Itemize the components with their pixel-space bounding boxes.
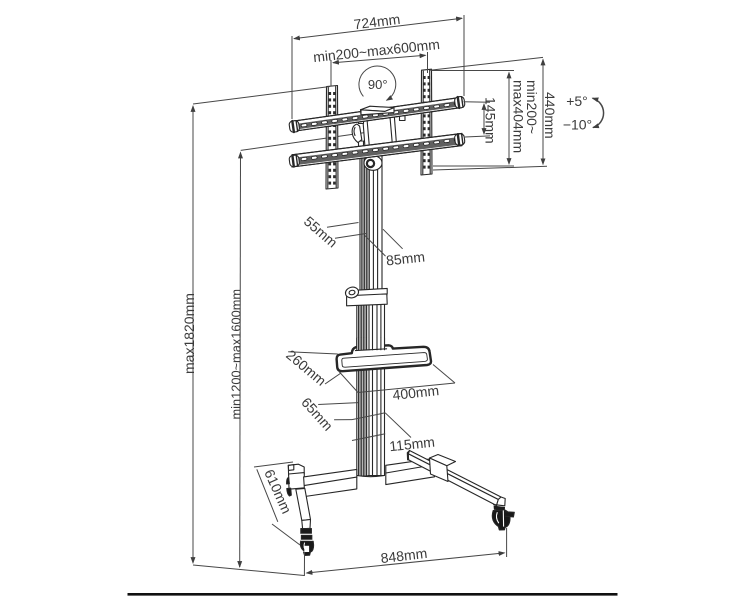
svg-text:max1820mm: max1820mm — [181, 293, 197, 374]
svg-text:max404mm: max404mm — [511, 80, 527, 153]
svg-text:90°: 90° — [368, 77, 388, 92]
svg-text:−10°: −10° — [563, 117, 592, 133]
svg-text:115mm: 115mm — [389, 434, 436, 455]
svg-text:55mm: 55mm — [301, 213, 341, 251]
svg-text:85mm: 85mm — [385, 249, 425, 269]
svg-text:min200~: min200~ — [524, 80, 540, 134]
svg-text:848mm: 848mm — [380, 545, 428, 566]
svg-text:65mm: 65mm — [298, 394, 336, 434]
svg-text:min200~max600mm: min200~max600mm — [312, 36, 440, 65]
svg-text:145mm: 145mm — [483, 97, 499, 144]
svg-text:440mm: 440mm — [542, 92, 558, 139]
svg-text:+5°: +5° — [566, 93, 588, 109]
svg-text:min1200~max1600mm: min1200~max1600mm — [229, 289, 244, 420]
svg-text:724mm: 724mm — [353, 11, 401, 33]
svg-text:400mm: 400mm — [392, 382, 440, 403]
